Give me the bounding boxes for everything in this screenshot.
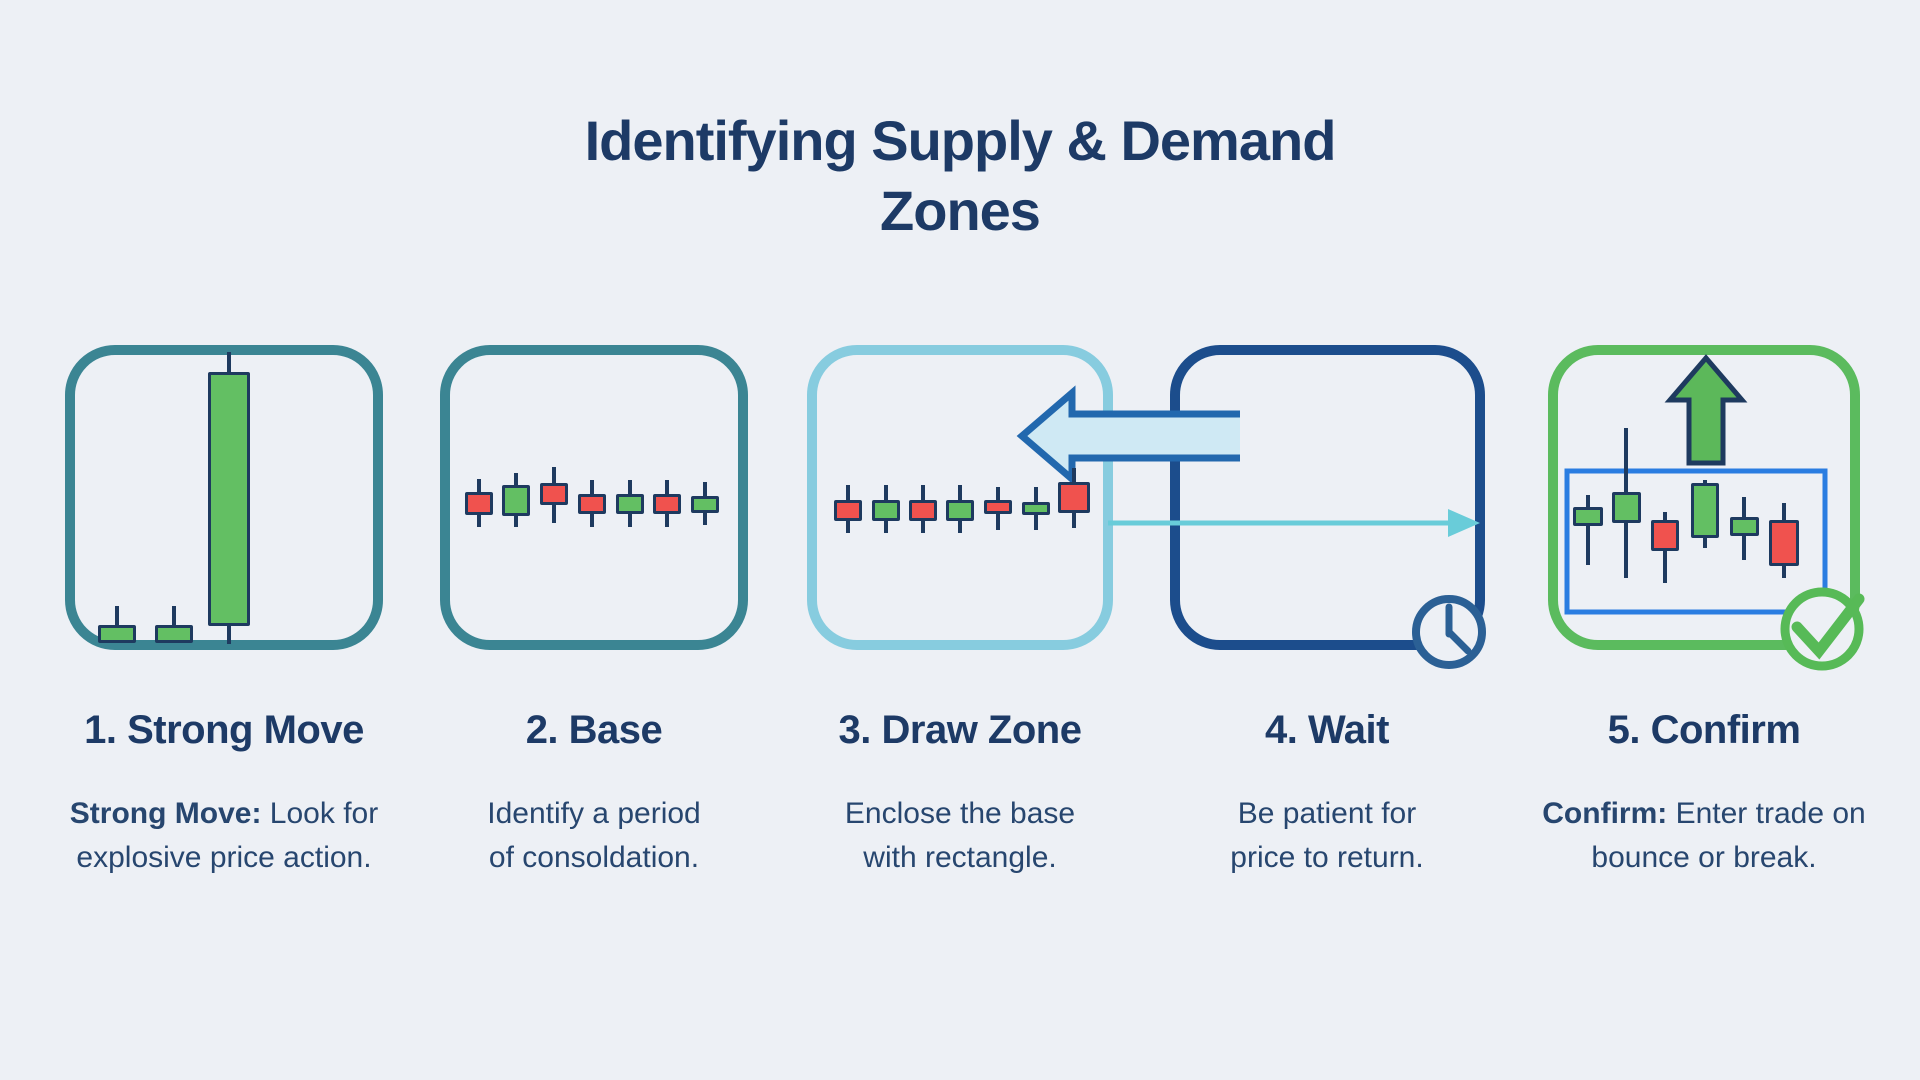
step-title-draw-zone: 3. Draw Zone <box>838 708 1082 752</box>
page-title-line2: Zones <box>880 179 1041 242</box>
step-box-confirm <box>1548 345 1860 650</box>
step-box-draw-zone <box>807 345 1113 650</box>
candle-body <box>1769 520 1799 566</box>
step-desc-line2: of consoldation. <box>488 840 700 874</box>
step-desc-strong-move: Strong Move: Look for explosive price ac… <box>24 792 424 879</box>
candle-body <box>155 625 193 643</box>
candle-body <box>909 500 937 521</box>
step-desc-wait: Be patient for price to return. <box>1127 792 1527 879</box>
step-desc-draw-zone: Enclose the base with rectangle. <box>760 792 1160 879</box>
candle-body <box>465 492 493 515</box>
step-desc-bold: Strong Move: <box>69 797 262 830</box>
step-desc-line2: explosive price action. <box>76 840 372 874</box>
step-title-base: 2. Base <box>525 708 663 752</box>
candle-wick <box>172 606 176 643</box>
candle-body <box>653 494 681 514</box>
candle-body <box>98 625 136 643</box>
step-title-strong-move: 1. Strong Move <box>84 708 364 752</box>
step-title-wait: 4. Wait <box>1265 708 1389 752</box>
step-box-base <box>440 345 748 650</box>
candle-body <box>1022 502 1050 515</box>
step-desc-line2: bounce or break. <box>1591 840 1817 874</box>
step-desc-line1: Be patient for <box>1237 797 1417 830</box>
candle-body <box>1691 483 1719 538</box>
candle-wick <box>1586 495 1590 565</box>
candle-body <box>946 500 974 521</box>
candle-body <box>578 494 606 514</box>
candle-body <box>1729 517 1759 536</box>
step-desc-bold: Confirm: <box>1542 797 1668 830</box>
step-desc-confirm: Confirm: Enter trade on bounce or break. <box>1504 792 1904 879</box>
step-desc-line1: Enter trade on <box>1667 797 1866 830</box>
candle-body <box>1573 507 1603 526</box>
step-box-wait <box>1170 345 1485 650</box>
candle-wick <box>115 606 119 643</box>
candle-body <box>1611 492 1641 523</box>
candle-body <box>616 494 644 514</box>
step-desc-line1: Look for <box>261 797 379 830</box>
candle-body <box>502 485 530 516</box>
step-desc-line1: Enclose the base <box>844 797 1076 830</box>
candle-body <box>872 500 900 521</box>
candle-body <box>540 483 568 505</box>
candle-body <box>834 500 862 521</box>
step-desc-line2: price to return. <box>1230 840 1424 874</box>
candle-body <box>984 500 1012 514</box>
page-title-line1: Identifying Supply & Demand <box>584 109 1337 172</box>
page-title: Identifying Supply & Demand Zones <box>0 106 1920 246</box>
step-box-strong-move <box>65 345 383 650</box>
step-desc-line2: with rectangle. <box>863 840 1057 874</box>
step-title-confirm: 5. Confirm <box>1607 708 1801 752</box>
candle-body <box>1058 482 1090 513</box>
candle-body <box>208 372 250 626</box>
candle-body <box>1651 520 1679 551</box>
step-desc-line1: Identify a period <box>487 797 701 830</box>
candle-body <box>691 496 719 513</box>
step-desc-base: Identify a period of consoldation. <box>394 792 794 879</box>
